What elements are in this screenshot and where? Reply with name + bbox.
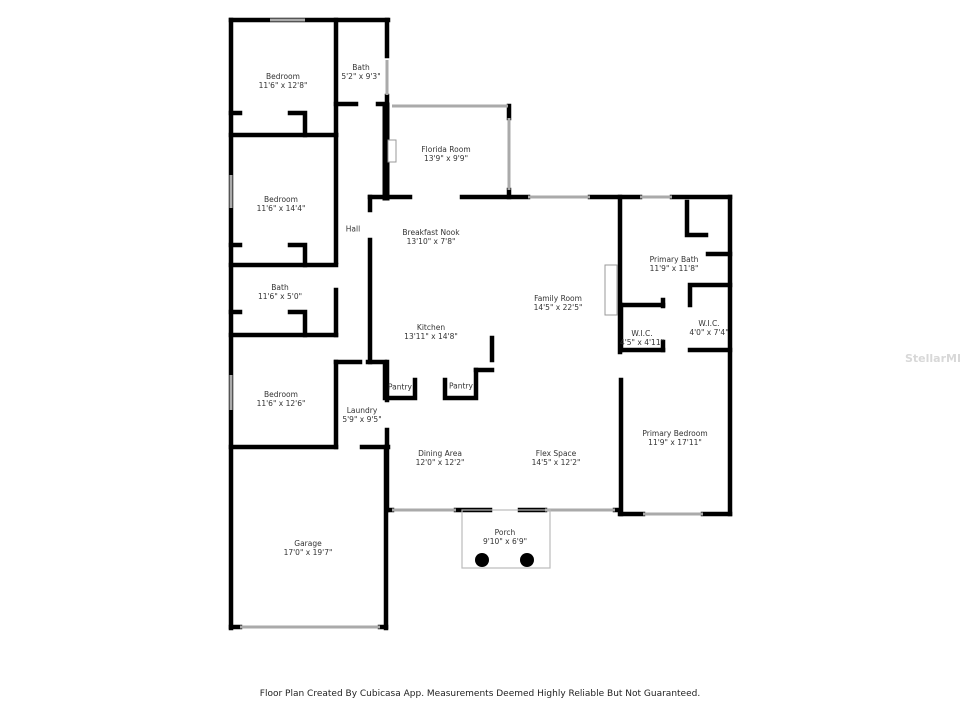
room-label: Hall xyxy=(345,224,361,234)
windows xyxy=(229,18,703,629)
porch-column xyxy=(520,553,534,567)
porch xyxy=(461,509,551,569)
watermark: StellarMLS xyxy=(905,352,960,365)
footer-disclaimer: Floor Plan Created By Cubicasa App. Meas… xyxy=(259,689,701,699)
fireplaces xyxy=(387,139,618,316)
room-label: Pantry xyxy=(388,382,412,392)
room-label: W.I.C.4'0" x 7'4" xyxy=(689,319,729,337)
room-label: Pantry xyxy=(449,381,473,391)
room-label: W.I.C.4'5" x 4'11" xyxy=(619,329,665,347)
porch-column xyxy=(475,553,489,567)
walls xyxy=(228,17,733,631)
